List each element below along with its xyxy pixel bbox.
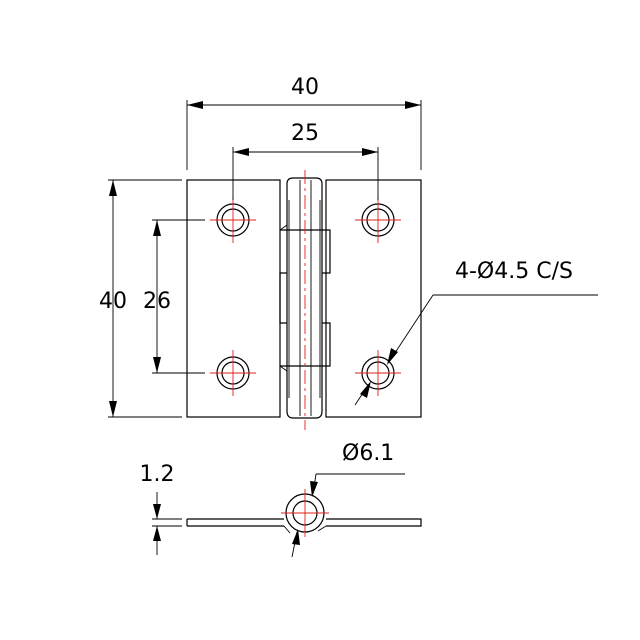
side-left-leaf (186, 518, 284, 527)
dimension-overall-height: 40 (99, 179, 182, 418)
dimension-hole-spacing-horizontal: 25 (232, 121, 379, 200)
side-view (186, 489, 422, 537)
side-right-leaf (326, 518, 422, 527)
dimension-text-overall-height: 40 (99, 289, 127, 314)
right-leaf (325, 179, 422, 418)
callout-text-hole-countersink: 4-Ø4.5 C/S (455, 259, 573, 284)
dimension-leaf-thickness: 1.2 (140, 462, 182, 555)
hole-bottom-right (355, 350, 401, 396)
dimension-text-knuckle-diameter: Ø6.1 (342, 441, 394, 466)
dimension-knuckle-diameter: Ø6.1 (291, 441, 405, 558)
dimension-overall-width: 40 (186, 75, 422, 170)
front-view (186, 170, 422, 430)
hole-top-right (355, 197, 401, 243)
dimension-text-hole-spacing-vertical: 26 (143, 289, 171, 314)
dimension-text-overall-width: 40 (291, 75, 319, 100)
hole-top-left (210, 197, 256, 243)
callout-hole-countersink: 4-Ø4.5 C/S (354, 259, 598, 406)
dimension-text-hole-spacing-horizontal: 25 (291, 121, 319, 146)
left-leaf (186, 179, 281, 418)
dimension-text-leaf-thickness: 1.2 (140, 462, 175, 487)
dimension-hole-spacing-vertical: 26 (143, 219, 205, 374)
hole-bottom-left (210, 350, 256, 396)
